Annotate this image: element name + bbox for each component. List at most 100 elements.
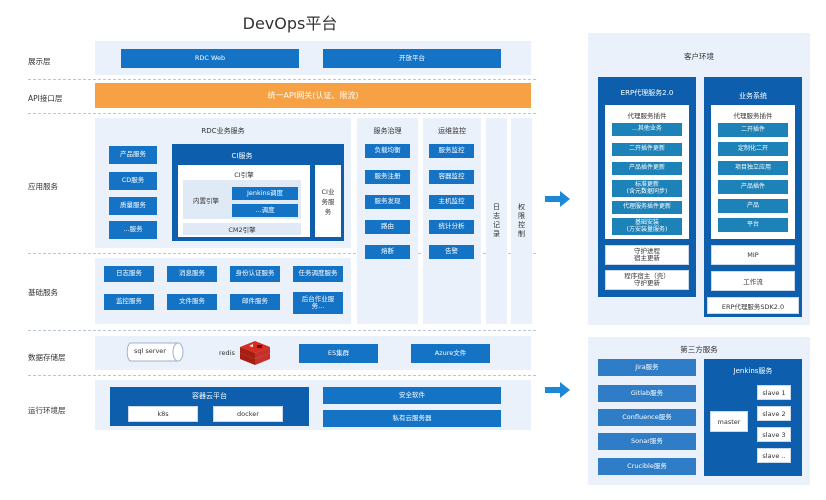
open-platform-box[interactable]: 开放平台 bbox=[323, 49, 501, 68]
es-cluster-box[interactable]: ES集群 bbox=[299, 344, 378, 363]
host-guard-box[interactable]: 程序宿主（壳） 守护更新 bbox=[605, 270, 689, 290]
message-service-box[interactable]: 消息服务 bbox=[167, 266, 217, 282]
divider bbox=[28, 253, 536, 254]
cm2-engine-box: CM2引擎 bbox=[183, 223, 301, 235]
layer-label-api: API接口层 bbox=[28, 94, 63, 103]
redis-label: redis bbox=[219, 349, 235, 357]
service-discovery-box[interactable]: 服务发现 bbox=[365, 195, 410, 209]
circuit-breaker-box[interactable]: 熔断 bbox=[365, 245, 410, 259]
log-service-box[interactable]: 日志服务 bbox=[104, 266, 154, 282]
customer-env-title: 客户环境 bbox=[684, 52, 714, 61]
docker-box[interactable]: docker bbox=[213, 406, 283, 422]
right-arrow-icon bbox=[560, 191, 570, 207]
private-cloud-box[interactable]: 私有云服务器 bbox=[323, 410, 501, 427]
biz-plugin-custom[interactable]: 二开插件 bbox=[718, 123, 788, 137]
biz-system-title: 业务系统 bbox=[739, 92, 767, 100]
jenkins-service-title: Jenkins服务 bbox=[733, 367, 773, 375]
divider bbox=[28, 330, 536, 331]
quality-service-box[interactable]: 质量服务 bbox=[109, 197, 157, 215]
routing-box[interactable]: 路由 bbox=[365, 220, 410, 234]
governance-title: 服务治理 bbox=[373, 127, 402, 135]
arrow-shaft bbox=[545, 387, 561, 393]
layer-label-display: 展示层 bbox=[28, 57, 51, 66]
divider bbox=[28, 79, 536, 80]
other-service-box[interactable]: ...服务 bbox=[109, 221, 157, 239]
biz-plugin-independent-app[interactable]: 项目独立应用 bbox=[718, 161, 788, 175]
background-job-box[interactable]: 后台作业服务... bbox=[293, 292, 343, 314]
confluence-service-box[interactable]: Confluence服务 bbox=[598, 409, 696, 426]
rdc-business-title: RDC业务服务 bbox=[201, 127, 245, 135]
sonar-service-box[interactable]: Sonar服务 bbox=[598, 433, 696, 450]
jenkins-slave-1-box[interactable]: slave 1 bbox=[757, 385, 791, 400]
load-balance-box[interactable]: 负载均衡 bbox=[365, 144, 410, 158]
ci-engine-title: CI引擎 bbox=[234, 171, 254, 179]
ci-service-title: CI服务 bbox=[231, 152, 253, 160]
gitlab-service-box[interactable]: Gitlab服务 bbox=[598, 385, 696, 402]
database-icon bbox=[126, 342, 184, 362]
file-service-box[interactable]: 文件服务 bbox=[167, 294, 217, 310]
erp-plugin-standard-update[interactable]: 标准更新 (含元数据同步) bbox=[612, 180, 682, 197]
erp-plugin-proxy-update[interactable]: 代理服务插件更新 bbox=[612, 201, 682, 214]
biz-plugin-customized[interactable]: 定制化二开 bbox=[718, 142, 788, 156]
service-register-box[interactable]: 服务注册 bbox=[365, 170, 410, 184]
monitor-service-box[interactable]: 监控服务 bbox=[104, 294, 154, 310]
statistics-box[interactable]: 统计分析 bbox=[429, 220, 474, 234]
layer-label-base: 基础服务 bbox=[28, 288, 58, 297]
erp-plugin-base-install[interactable]: 基础安装 (方安装量服务) bbox=[612, 218, 682, 235]
product-service-box[interactable]: 产品服务 bbox=[109, 146, 157, 164]
crucible-service-box[interactable]: Crucible服务 bbox=[598, 458, 696, 475]
jira-service-box[interactable]: Jira服务 bbox=[598, 359, 696, 376]
page-title: DevOps平台 bbox=[242, 14, 338, 33]
builtin-engine-label: 内置引擎 bbox=[193, 197, 219, 205]
biz-plugin-product[interactable]: 产品 bbox=[718, 199, 788, 213]
permission-panel: 权限控制 bbox=[511, 118, 532, 324]
jenkins-slave-2-box[interactable]: slave 2 bbox=[757, 406, 791, 421]
erp-sdk-box[interactable]: ERP代理服务SDK2.0 bbox=[707, 297, 799, 314]
divider bbox=[28, 375, 536, 376]
service-monitor-box[interactable]: 服务监控 bbox=[429, 144, 474, 158]
permission-label: 权限控制 bbox=[517, 203, 526, 239]
right-arrow-icon bbox=[560, 382, 570, 398]
arrow-shaft bbox=[545, 196, 561, 202]
biz-plugin-platform[interactable]: 平台 bbox=[718, 218, 788, 232]
redis-icon bbox=[240, 341, 270, 365]
biz-plugin-product-plugin[interactable]: 产品插件 bbox=[718, 180, 788, 194]
k8s-box[interactable]: k8s bbox=[128, 406, 198, 422]
erp-plugin-title: 代理服务插件 bbox=[627, 112, 667, 120]
task-schedule-box[interactable]: 任务调度服务 bbox=[293, 266, 343, 282]
ci-business-box[interactable]: CI业务服务 bbox=[315, 165, 341, 237]
erp-plugin-other[interactable]: ...其他业务 bbox=[612, 123, 682, 136]
third-party-title: 第三方服务 bbox=[680, 345, 718, 354]
security-software-box[interactable]: 安全软件 bbox=[323, 387, 501, 404]
layer-label-data: 数据存储层 bbox=[28, 353, 66, 362]
daemon-box[interactable]: 守护进程 宿主更新 bbox=[605, 245, 689, 265]
layer-label-app: 应用服务 bbox=[28, 182, 58, 191]
auth-service-box[interactable]: 身份认证服务 bbox=[230, 266, 280, 282]
jenkins-master-box[interactable]: master bbox=[710, 411, 748, 432]
container-monitor-box[interactable]: 容器监控 bbox=[429, 170, 474, 184]
cd-service-box[interactable]: CD服务 bbox=[109, 172, 157, 190]
ops-monitor-title: 运维监控 bbox=[438, 127, 466, 135]
log-record-panel: 日志记录 bbox=[486, 118, 507, 324]
erp-plugin-custom-update[interactable]: 二开插件更新 bbox=[612, 143, 682, 156]
erp-plugin-product-update[interactable]: 产品插件更新 bbox=[612, 162, 682, 175]
host-monitor-box[interactable]: 主机监控 bbox=[429, 195, 474, 209]
rdc-web-box[interactable]: RDC Web bbox=[121, 49, 299, 68]
jenkins-slave-3-box[interactable]: slave 3 bbox=[757, 427, 791, 442]
api-gateway-bar[interactable]: 统一API网关(认证、限流) bbox=[95, 83, 531, 108]
ci-business-label: CI业务服务 bbox=[321, 188, 335, 216]
log-record-label: 日志记录 bbox=[492, 203, 501, 239]
mail-service-box[interactable]: 邮件服务 bbox=[230, 294, 280, 310]
jenkins-schedule-box[interactable]: Jenkins调度 bbox=[232, 187, 298, 200]
erp-proxy-title: ERP代理服务2.0 bbox=[620, 89, 674, 97]
sql-server-label: sql server bbox=[134, 347, 166, 355]
mip-box[interactable]: MIP bbox=[711, 245, 795, 265]
container-cloud-title: 容器云平台 bbox=[192, 392, 227, 400]
jenkins-slave-more-box[interactable]: slave .. bbox=[757, 448, 791, 463]
workflow-box[interactable]: 工作流 bbox=[711, 271, 795, 291]
other-schedule-box[interactable]: ...调度 bbox=[232, 204, 298, 217]
alert-box[interactable]: 告警 bbox=[429, 245, 474, 259]
divider bbox=[28, 113, 536, 114]
layer-label-runtime: 运行环境层 bbox=[28, 406, 66, 415]
azure-file-box[interactable]: Azure文件 bbox=[411, 344, 490, 363]
